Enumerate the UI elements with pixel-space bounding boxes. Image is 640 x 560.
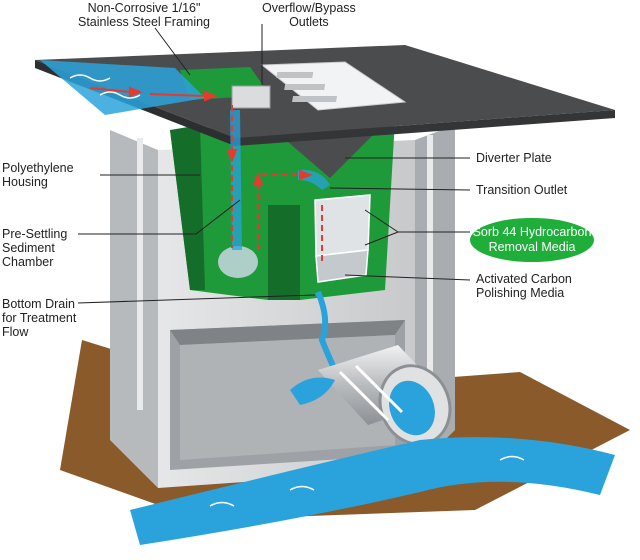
discharge-stream xyxy=(130,437,615,545)
label-line: Polyethylene xyxy=(2,161,74,175)
overflow-bypass-grate xyxy=(231,61,407,111)
label-line: Stainless Steel Framing xyxy=(78,15,211,29)
label-polyethylene-housing: Polyethylene Housing xyxy=(2,161,74,189)
activated-carbon-panel xyxy=(315,249,369,283)
label-transition-outlet: Transition Outlet xyxy=(476,183,567,197)
outlet-splash xyxy=(290,377,335,405)
outlet-pipe xyxy=(318,345,452,446)
label-line: Bottom Drain xyxy=(2,297,75,311)
label-line: Transition Outlet xyxy=(476,183,568,197)
label-line: Chamber xyxy=(2,255,54,269)
sorb-44-badge: Sorb 44 Hydrocarbon Removal Media xyxy=(470,218,594,262)
label-line: Sediment xyxy=(2,241,55,255)
label-line: Non-Corrosive 1/16" xyxy=(87,1,201,15)
label-diverter-plate: Diverter Plate xyxy=(476,151,552,165)
label-overflow-bypass-outlets: Overflow/Bypass Outlets xyxy=(262,1,356,29)
label-line: Housing xyxy=(2,175,48,189)
label-activated-carbon: Activated Carbon Polishing Media xyxy=(476,272,572,300)
sorb-44-media-panel xyxy=(314,194,371,257)
label-line: Overflow/Bypass xyxy=(262,1,356,15)
bottom-drain-water xyxy=(315,290,339,374)
badge-line: Removal Media xyxy=(488,240,576,254)
polyethylene-housing xyxy=(170,120,395,300)
label-pre-settling-chamber: Pre-Settling Sediment Chamber xyxy=(2,227,67,269)
label-line: Flow xyxy=(2,325,29,339)
leader-lines xyxy=(77,24,471,304)
label-stainless-steel-framing: Non-Corrosive 1/16" Stainless Steel Fram… xyxy=(78,1,210,29)
label-line: for Treatment xyxy=(2,311,77,325)
badge-line: Sorb 44 Hydrocarbon xyxy=(472,225,592,239)
inflow-water xyxy=(40,60,205,115)
label-line: Pre-Settling xyxy=(2,227,68,241)
label-line: Activated Carbon xyxy=(476,272,572,286)
label-bottom-drain: Bottom Drain for Treatment Flow xyxy=(2,297,76,339)
label-line: Diverter Plate xyxy=(476,151,552,165)
label-line: Outlets xyxy=(289,15,329,29)
label-line: Polishing Media xyxy=(476,286,565,300)
